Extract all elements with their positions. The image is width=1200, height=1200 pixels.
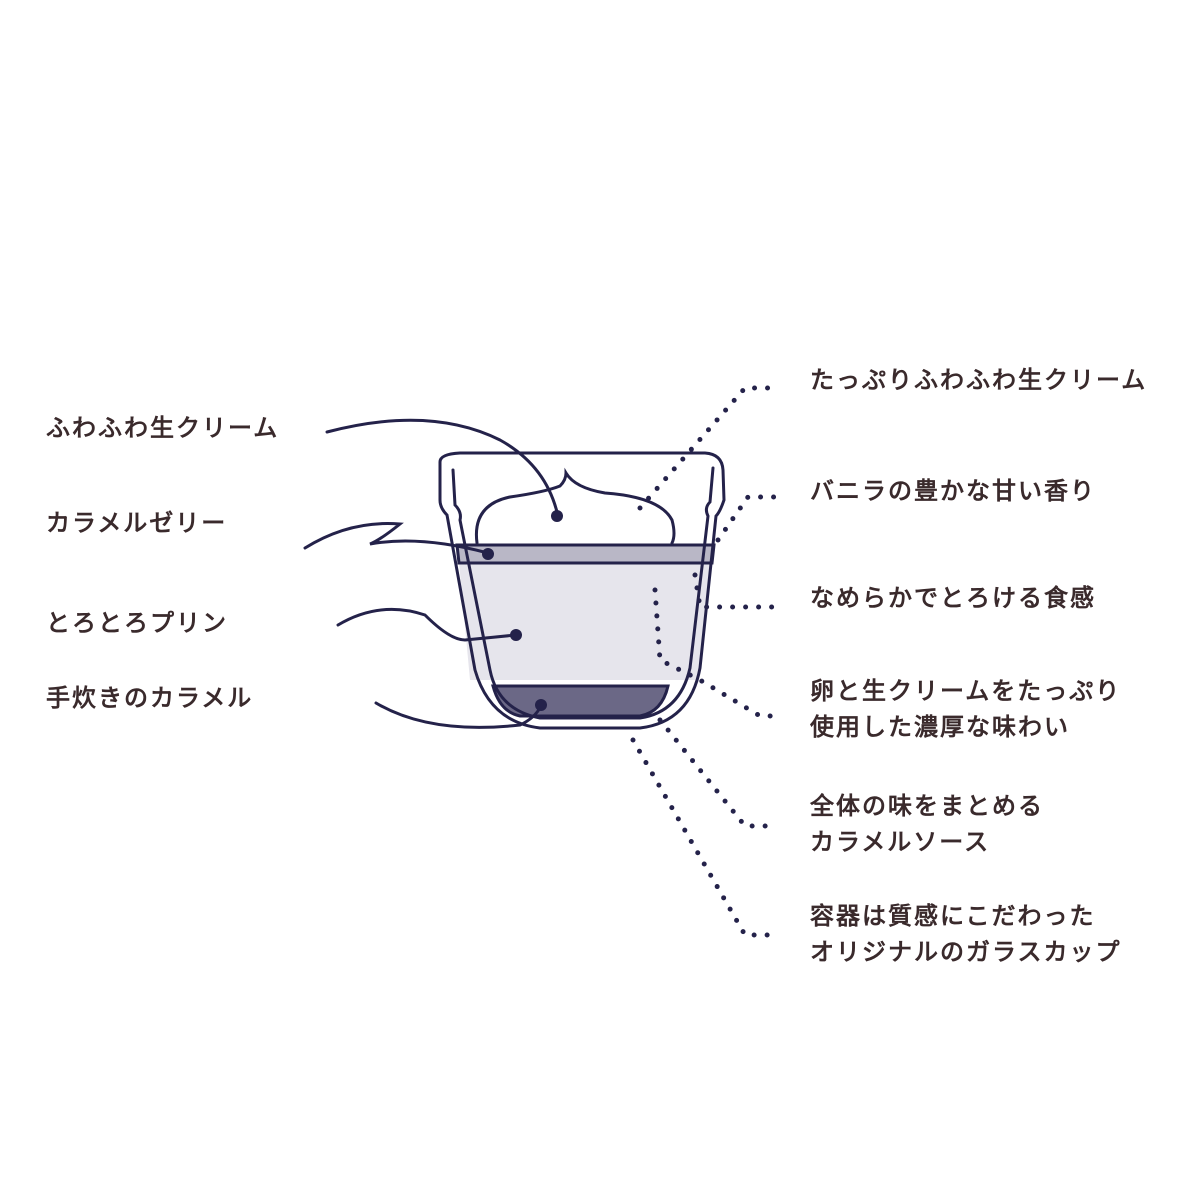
- label-caramel-jelly: カラメルゼリー: [46, 508, 228, 537]
- glass-cup-inner: [451, 466, 715, 720]
- dotted-leader-4: [652, 587, 781, 719]
- leader-pudding: [336, 607, 518, 642]
- note-cream: たっぷりふわふわ生クリーム: [810, 365, 1148, 394]
- note-richness-line2: 使用した濃厚な味わい: [810, 712, 1070, 741]
- dot-jelly: [482, 548, 494, 560]
- dotted-leader-6: [630, 737, 781, 938]
- cream-top: [474, 467, 676, 545]
- leader-jelly: [303, 522, 490, 555]
- note-texture: なめらかでとろける食感: [810, 583, 1096, 612]
- dotted-leader-1: [637, 385, 781, 511]
- glass-cup-outer: [438, 451, 726, 730]
- dot-caramel: [535, 699, 547, 711]
- label-handmade-caramel: 手炊きのカラメル: [46, 683, 254, 712]
- dotted-leader-2: [715, 494, 781, 543]
- note-caramel-sauce: 全体の味をまとめる カラメルソース: [810, 788, 1044, 860]
- leader-cream: [325, 418, 559, 514]
- note-cup-line2: オリジナルのガラスカップ: [810, 937, 1122, 966]
- dotted-leader-3: [692, 572, 781, 610]
- note-richness-line1: 卵と生クリームをたっぷり: [810, 676, 1122, 705]
- note-cup-line1: 容器は質感にこだわった: [810, 901, 1096, 930]
- dotted-leader-5: [657, 717, 781, 829]
- pudding-layer: [459, 562, 712, 680]
- note-caramel-line2: カラメルソース: [810, 827, 991, 856]
- note-richness: 卵と生クリームをたっぷり 使用した濃厚な味わい: [810, 673, 1121, 745]
- note-caramel-line1: 全体の味をまとめる: [810, 791, 1044, 820]
- note-glass-cup: 容器は質感にこだわった オリジナルのガラスカップ: [810, 898, 1122, 970]
- label-fluffy-cream: ふわふわ生クリーム: [46, 413, 280, 442]
- label-pudding: とろとろプリン: [46, 608, 228, 637]
- note-vanilla: バニラの豊かな甘い香り: [810, 476, 1096, 505]
- dot-cream: [551, 510, 563, 522]
- leader-caramel: [374, 701, 543, 729]
- jelly-layer: [455, 543, 716, 565]
- dot-pudding: [510, 629, 522, 641]
